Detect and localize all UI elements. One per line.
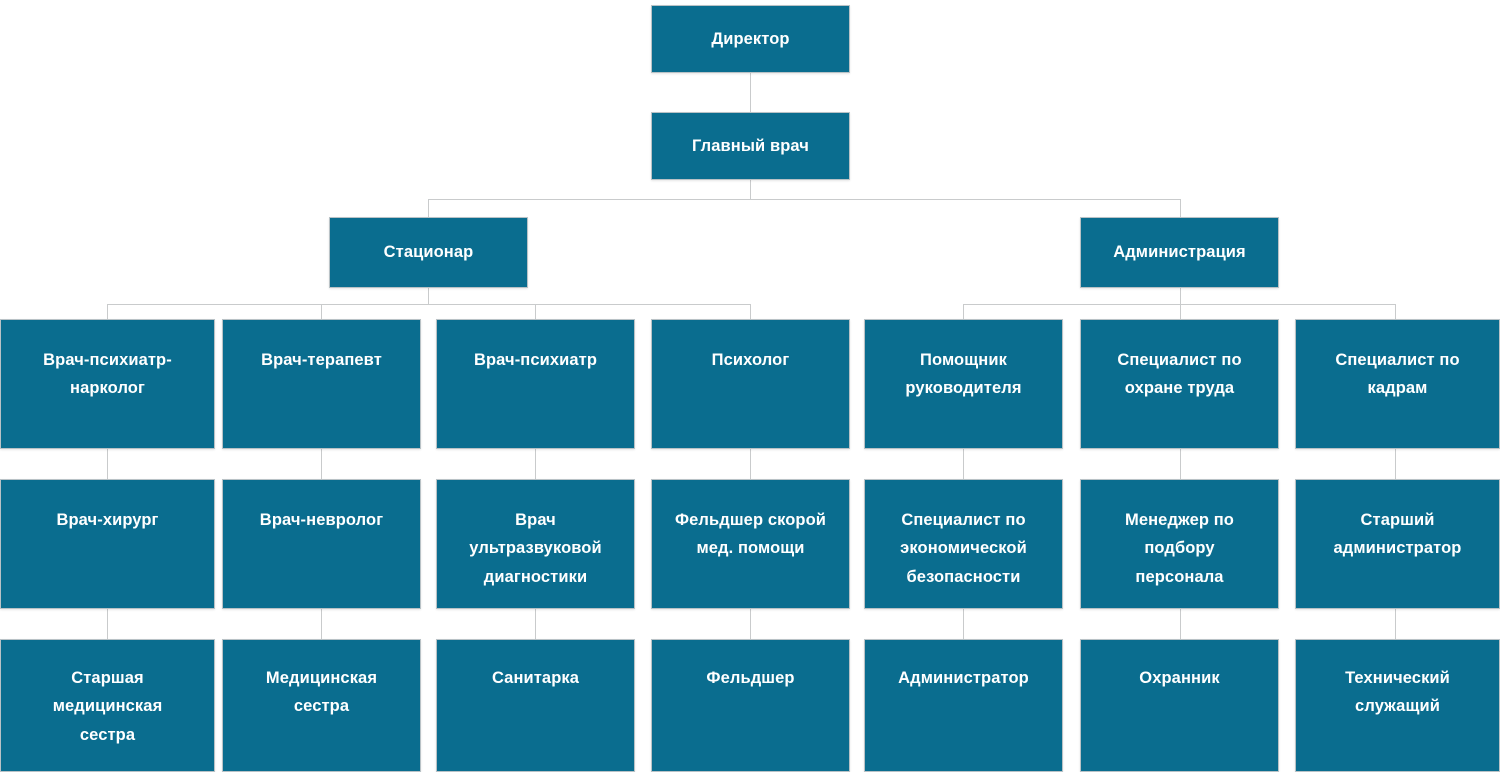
- connector-administration-drop-2: [1180, 304, 1181, 319]
- node-nurse[interactable]: Медицинская сестра: [222, 639, 421, 772]
- connector-r4c5-to-r5c5: [963, 609, 964, 639]
- connector-r4c1-to-r5c1: [107, 609, 108, 639]
- connector-inpatient-stem: [428, 288, 429, 304]
- node-chief-doctor-label: Главный врач: [692, 136, 809, 155]
- node-technical-staff-label: Технический служащий: [1345, 669, 1450, 716]
- node-administrator[interactable]: Администратор: [864, 639, 1063, 772]
- connector-chief-stem: [750, 180, 751, 199]
- node-recruitment-manager[interactable]: Менеджер по подбору персонала: [1080, 479, 1279, 609]
- connector-r3c4-to-r4c4: [750, 449, 751, 479]
- node-nurse-label: Медицинская сестра: [265, 669, 378, 716]
- node-labor-safety-specialist[interactable]: Специалист по охране труда: [1080, 319, 1279, 449]
- connector-r3c2-to-r4c2: [321, 449, 322, 479]
- connector-r4c2-to-r5c2: [321, 609, 322, 639]
- connector-inpatient-drop-1: [107, 304, 108, 319]
- connector-administration-drop-1: [963, 304, 964, 319]
- node-neurologist[interactable]: Врач-невролог: [222, 479, 421, 609]
- connector-inpatient-drop-3: [535, 304, 536, 319]
- node-assistant-to-director[interactable]: Помощник руководителя: [864, 319, 1063, 449]
- node-therapist[interactable]: Врач-терапевт: [222, 319, 421, 449]
- connector-r3c1-to-r4c1: [107, 449, 108, 479]
- node-emergency-paramedic-label: Фельдшер скорой мед. помощи: [674, 511, 827, 558]
- node-ultrasound-doctor-label: Врач ультразвуковой диагностики: [469, 511, 602, 586]
- node-senior-administrator-label: Старший администратор: [1333, 511, 1462, 558]
- node-paramedic-label: Фельдшер: [706, 669, 795, 687]
- connector-r3c7-to-r4c7: [1395, 449, 1396, 479]
- node-senior-administrator[interactable]: Старший администратор: [1295, 479, 1500, 609]
- connector-director-to-chief: [750, 73, 751, 114]
- node-psychiatrist-label: Врач-психиатр: [473, 351, 598, 369]
- node-administration-label: Администрация: [1113, 243, 1246, 262]
- connector-r4c3-to-r5c3: [535, 609, 536, 639]
- node-economic-security-specialist[interactable]: Специалист по экономической безопасности: [864, 479, 1063, 609]
- node-psychologist[interactable]: Психолог: [651, 319, 850, 449]
- connector-administration-stem: [1180, 288, 1181, 304]
- node-recruitment-manager-label: Менеджер по подбору персонала: [1124, 511, 1234, 586]
- node-psychiatrist-narcologist-label: Врач-психиатр- нарколог: [43, 351, 172, 398]
- node-security-guard-label: Охранник: [1139, 669, 1220, 687]
- connector-inpatient-drop-2: [321, 304, 322, 319]
- node-assistant-to-director-label: Помощник руководителя: [905, 351, 1022, 398]
- node-head-nurse-label: Старшая медицинская сестра: [52, 669, 163, 744]
- node-surgeon[interactable]: Врач-хирург: [0, 479, 215, 609]
- connector-inpatient-bus: [107, 304, 751, 305]
- node-security-guard[interactable]: Охранник: [1080, 639, 1279, 772]
- node-ultrasound-doctor[interactable]: Врач ультразвуковой диагностики: [436, 479, 635, 609]
- node-emergency-paramedic[interactable]: Фельдшер скорой мед. помощи: [651, 479, 850, 609]
- connector-inpatient-drop-4: [750, 304, 751, 319]
- connector-r3c5-to-r4c5: [963, 449, 964, 479]
- connector-bus-to-inpatient: [428, 199, 429, 217]
- node-paramedic[interactable]: Фельдшер: [651, 639, 850, 772]
- node-inpatient-label: Стационар: [383, 243, 474, 262]
- node-neurologist-label: Врач-невролог: [259, 511, 384, 529]
- node-hr-specialist-label: Специалист по кадрам: [1335, 351, 1460, 398]
- node-surgeon-label: Врач-хирург: [56, 511, 159, 529]
- connector-administration-drop-3: [1395, 304, 1396, 319]
- connector-level2-bus: [428, 199, 1180, 200]
- node-hr-specialist[interactable]: Специалист по кадрам: [1295, 319, 1500, 449]
- connector-bus-to-administration: [1180, 199, 1181, 217]
- node-director[interactable]: Директор: [651, 5, 850, 73]
- connector-r3c3-to-r4c3: [535, 449, 536, 479]
- node-technical-staff[interactable]: Технический служащий: [1295, 639, 1500, 772]
- connector-r3c6-to-r4c6: [1180, 449, 1181, 479]
- node-labor-safety-specialist-label: Специалист по охране труда: [1117, 351, 1242, 398]
- node-chief-doctor[interactable]: Главный врач: [651, 112, 850, 180]
- node-economic-security-specialist-label: Специалист по экономической безопасности: [900, 511, 1027, 586]
- node-psychiatrist[interactable]: Врач-психиатр: [436, 319, 635, 449]
- node-inpatient[interactable]: Стационар: [329, 217, 528, 288]
- connector-r4c6-to-r5c6: [1180, 609, 1181, 639]
- node-psychiatrist-narcologist[interactable]: Врач-психиатр- нарколог: [0, 319, 215, 449]
- node-director-label: Директор: [711, 29, 790, 48]
- node-administration[interactable]: Администрация: [1080, 217, 1279, 288]
- node-orderly[interactable]: Санитарка: [436, 639, 635, 772]
- node-head-nurse[interactable]: Старшая медицинская сестра: [0, 639, 215, 772]
- node-administrator-label: Администратор: [898, 669, 1029, 687]
- node-therapist-label: Врач-терапевт: [261, 351, 382, 369]
- node-psychologist-label: Психолог: [711, 351, 790, 369]
- connector-r4c7-to-r5c7: [1395, 609, 1396, 639]
- connector-r4c4-to-r5c4: [750, 609, 751, 639]
- node-orderly-label: Санитарка: [491, 669, 580, 687]
- connector-administration-bus: [963, 304, 1395, 305]
